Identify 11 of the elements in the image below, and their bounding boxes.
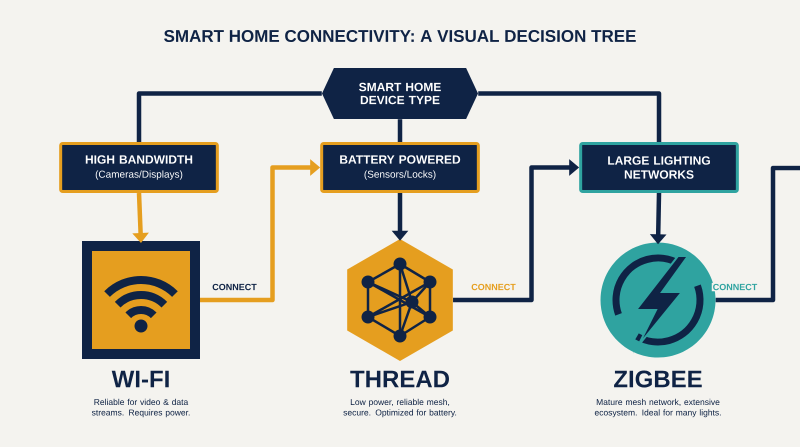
- category-box: LARGE LIGHTING NETWORKS: [579, 142, 739, 193]
- technology-name: THREAD: [350, 370, 449, 388]
- description: Low power, reliable mesh, secure. Optimized for battery.: [343, 398, 456, 418]
- title: SMART HOME CONNECTIVITY: A VISUAL DECISION TREE: [164, 30, 636, 42]
- technology-name: WI-FI: [112, 370, 169, 388]
- category-box: BATTERY POWERED (Sensors/Locks): [320, 142, 480, 193]
- technology-name: ZIGBEE: [614, 370, 702, 388]
- category-box: HIGH BANDWIDTH (Cameras/Displays): [59, 142, 219, 193]
- decision-hexagon: SMART HOME DEVICE TYPE: [322, 68, 478, 119]
- description: Reliable for video & data streams. Requires power.: [92, 398, 190, 418]
- description: Mature mesh network, extensive ecosystem. Ideal for many lights.: [594, 398, 721, 418]
